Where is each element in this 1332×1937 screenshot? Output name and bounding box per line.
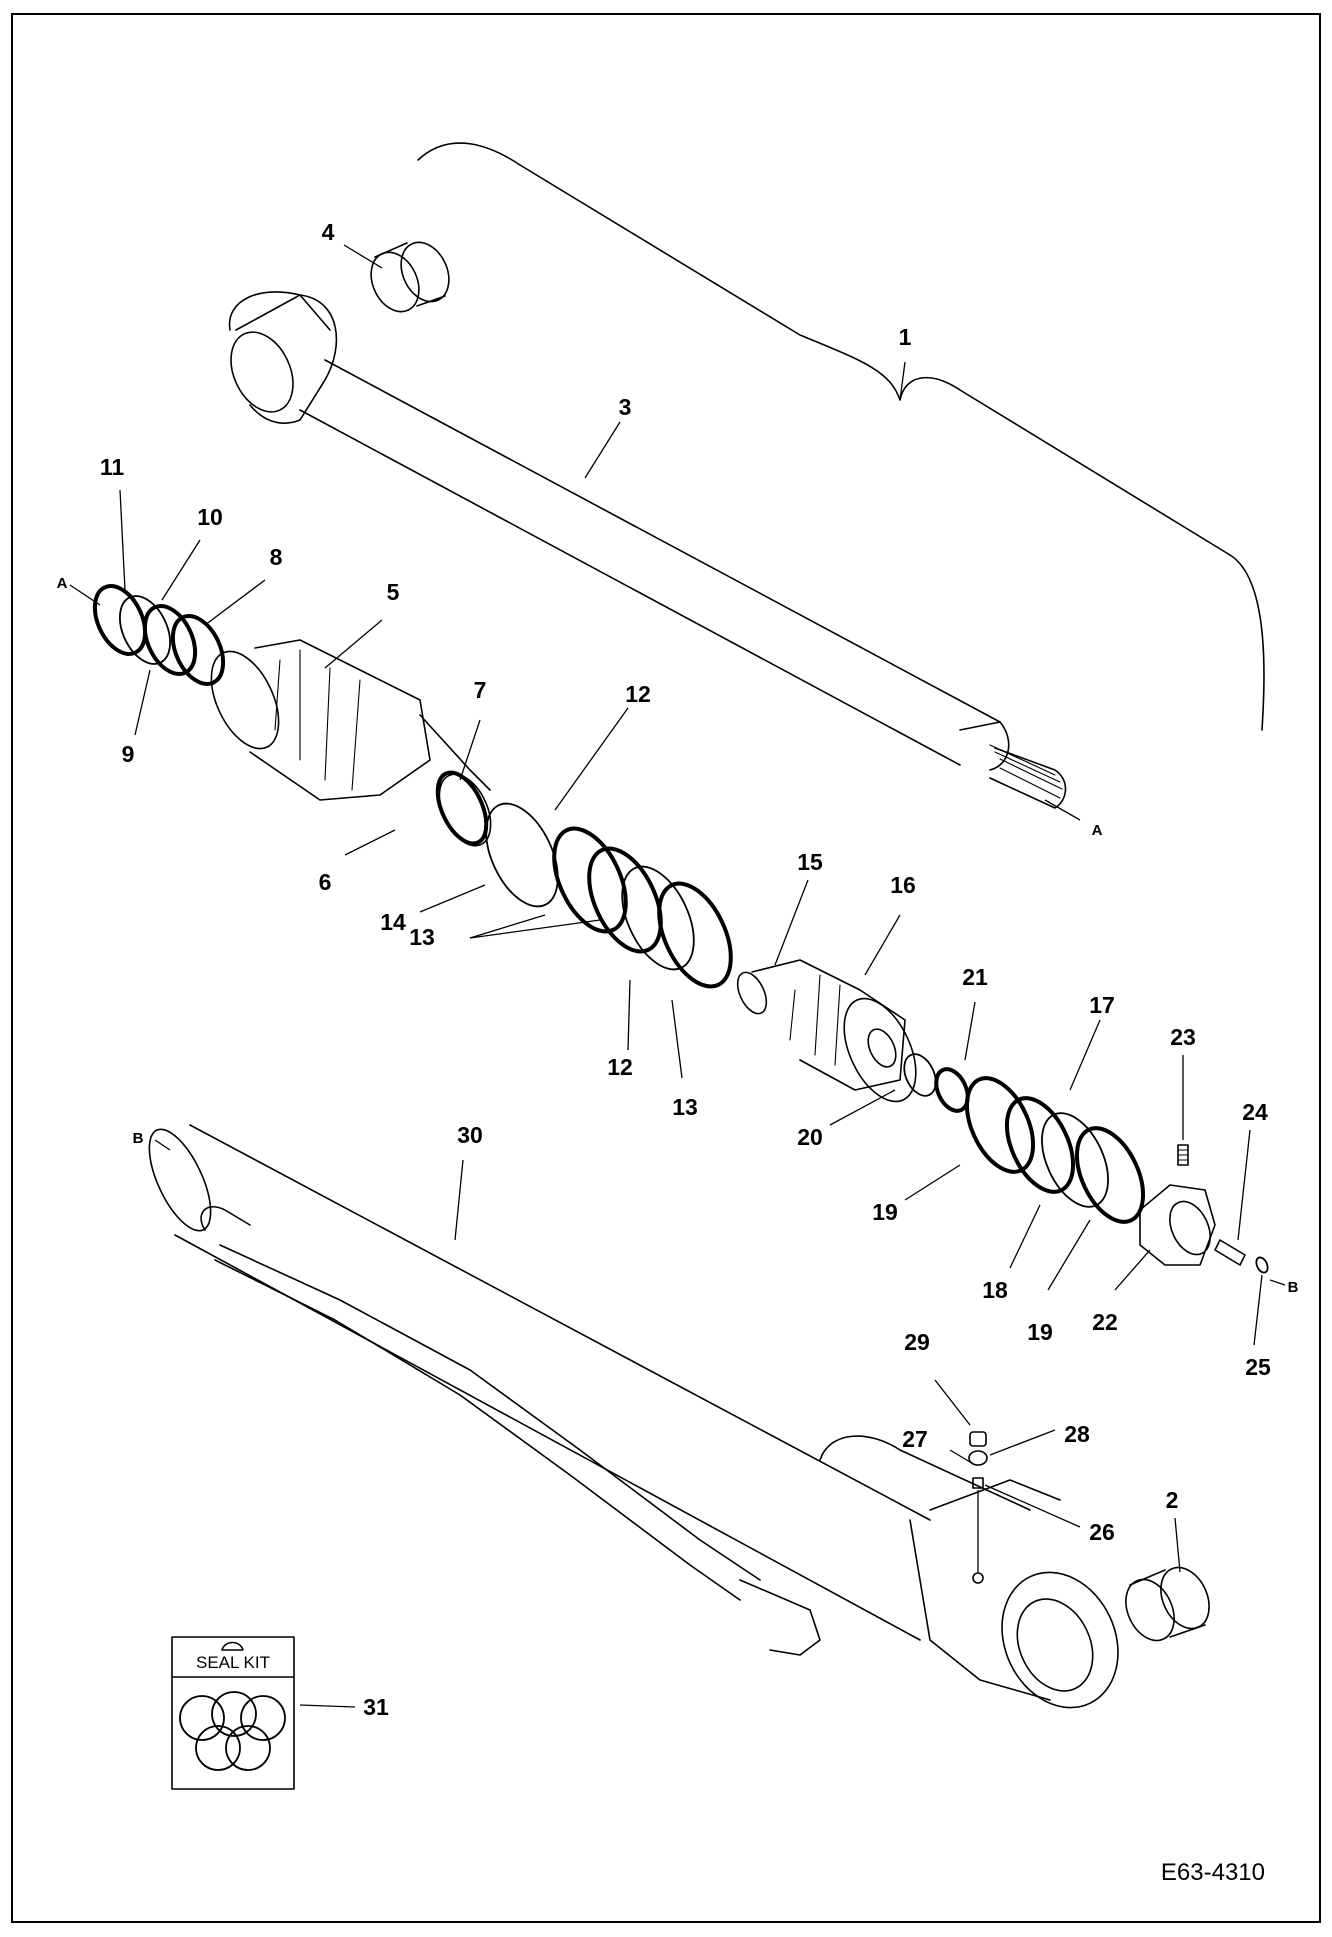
gland — [210, 639, 492, 847]
label-11: 11 — [100, 454, 125, 480]
lock-nut — [1139, 1184, 1216, 1266]
rear-seal-set — [964, 1076, 1146, 1224]
label-5: 5 — [387, 579, 400, 605]
label-25: 25 — [1245, 1354, 1271, 1380]
o-ring-21 — [934, 1067, 970, 1113]
label-31: 31 — [363, 1694, 389, 1720]
seal-set-left — [92, 584, 226, 686]
label-9: 9 — [122, 741, 135, 767]
set-screw — [1177, 1144, 1189, 1166]
label-24: 24 — [1242, 1099, 1268, 1125]
ref-b-right: B — [1288, 1279, 1299, 1296]
label-26: 26 — [1089, 1519, 1115, 1545]
piston — [736, 959, 917, 1103]
label-19a: 19 — [872, 1199, 898, 1225]
label-13a: 13 — [409, 924, 435, 950]
label-12a: 12 — [625, 681, 651, 707]
kit-ring-icon — [179, 1695, 225, 1741]
label-29: 29 — [904, 1329, 930, 1355]
bushing-upper — [370, 241, 450, 313]
label-17: 17 — [1089, 992, 1115, 1018]
label-28: 28 — [1064, 1421, 1090, 1447]
seal-kit-label: SEAL KIT — [196, 1653, 270, 1672]
reference-letters: A A B B — [57, 575, 1299, 1296]
ref-a-left: A — [57, 575, 68, 592]
label-22: 22 — [1092, 1309, 1118, 1335]
piston-seal-set — [485, 802, 733, 989]
part-labels: 1 2 3 4 5 6 7 8 9 10 11 12 12 13 13 14 1… — [100, 219, 1271, 1720]
label-6: 6 — [319, 869, 332, 895]
grease-fitting — [968, 1431, 988, 1572]
ring-25 — [1255, 1256, 1269, 1274]
label-21: 21 — [962, 964, 988, 990]
piston-rod — [228, 291, 1067, 809]
ref-b-left: B — [133, 1130, 144, 1147]
drawing-frame — [11, 13, 1321, 1923]
bushing-lower — [1125, 1566, 1210, 1642]
backup-ring-7 — [435, 770, 489, 846]
label-27: 27 — [902, 1426, 928, 1452]
label-15: 15 — [797, 849, 823, 875]
label-4: 4 — [322, 219, 335, 245]
label-20: 20 — [797, 1124, 823, 1150]
label-8: 8 — [270, 544, 283, 570]
label-13b: 13 — [672, 1094, 698, 1120]
label-16: 16 — [890, 872, 916, 898]
seal-kit-box: SEAL KIT — [171, 1636, 295, 1790]
label-23: 23 — [1170, 1024, 1196, 1050]
assembly-brace — [417, 142, 1265, 731]
label-12b: 12 — [607, 1054, 633, 1080]
label-7: 7 — [474, 677, 487, 703]
drawing-code: E63-4310 — [1161, 1859, 1265, 1886]
label-19b: 19 — [1027, 1319, 1053, 1345]
leader-lines — [69, 244, 1286, 1708]
label-1: 1 — [899, 324, 912, 350]
label-14: 14 — [380, 909, 406, 935]
label-2: 2 — [1166, 1487, 1179, 1513]
label-18: 18 — [982, 1277, 1008, 1303]
cylinder-barrel — [148, 1124, 1119, 1709]
pin — [1214, 1239, 1246, 1266]
o-ring-20 — [903, 1053, 937, 1097]
label-10: 10 — [197, 504, 223, 530]
ref-a-right: A — [1092, 822, 1103, 839]
label-3: 3 — [619, 394, 632, 420]
label-30: 30 — [457, 1122, 483, 1148]
kit-hanger-icon — [221, 1641, 244, 1651]
